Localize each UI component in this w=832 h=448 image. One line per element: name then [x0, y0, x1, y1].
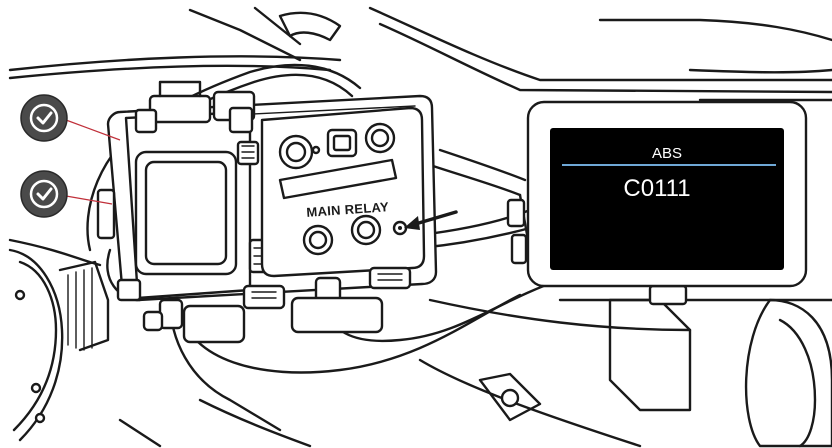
screen-title: ABS	[652, 145, 682, 162]
check-callouts	[20, 94, 121, 218]
relay-label: MAIN RELAY	[306, 199, 390, 220]
right-lower-component	[608, 284, 832, 448]
body-panel-lines	[8, 6, 832, 448]
arrow-pointer-icon	[404, 210, 458, 230]
intake-flange	[8, 248, 110, 442]
trouble-code: C0111	[623, 175, 690, 202]
checkmark-icon	[20, 94, 68, 142]
scanner-screen	[550, 128, 784, 270]
scan-tool-display: ABS C0111	[526, 100, 808, 288]
main-relay-housing: MAIN RELAY	[260, 106, 426, 278]
relay-connectors	[142, 266, 542, 422]
checkmark-icon	[20, 170, 68, 218]
